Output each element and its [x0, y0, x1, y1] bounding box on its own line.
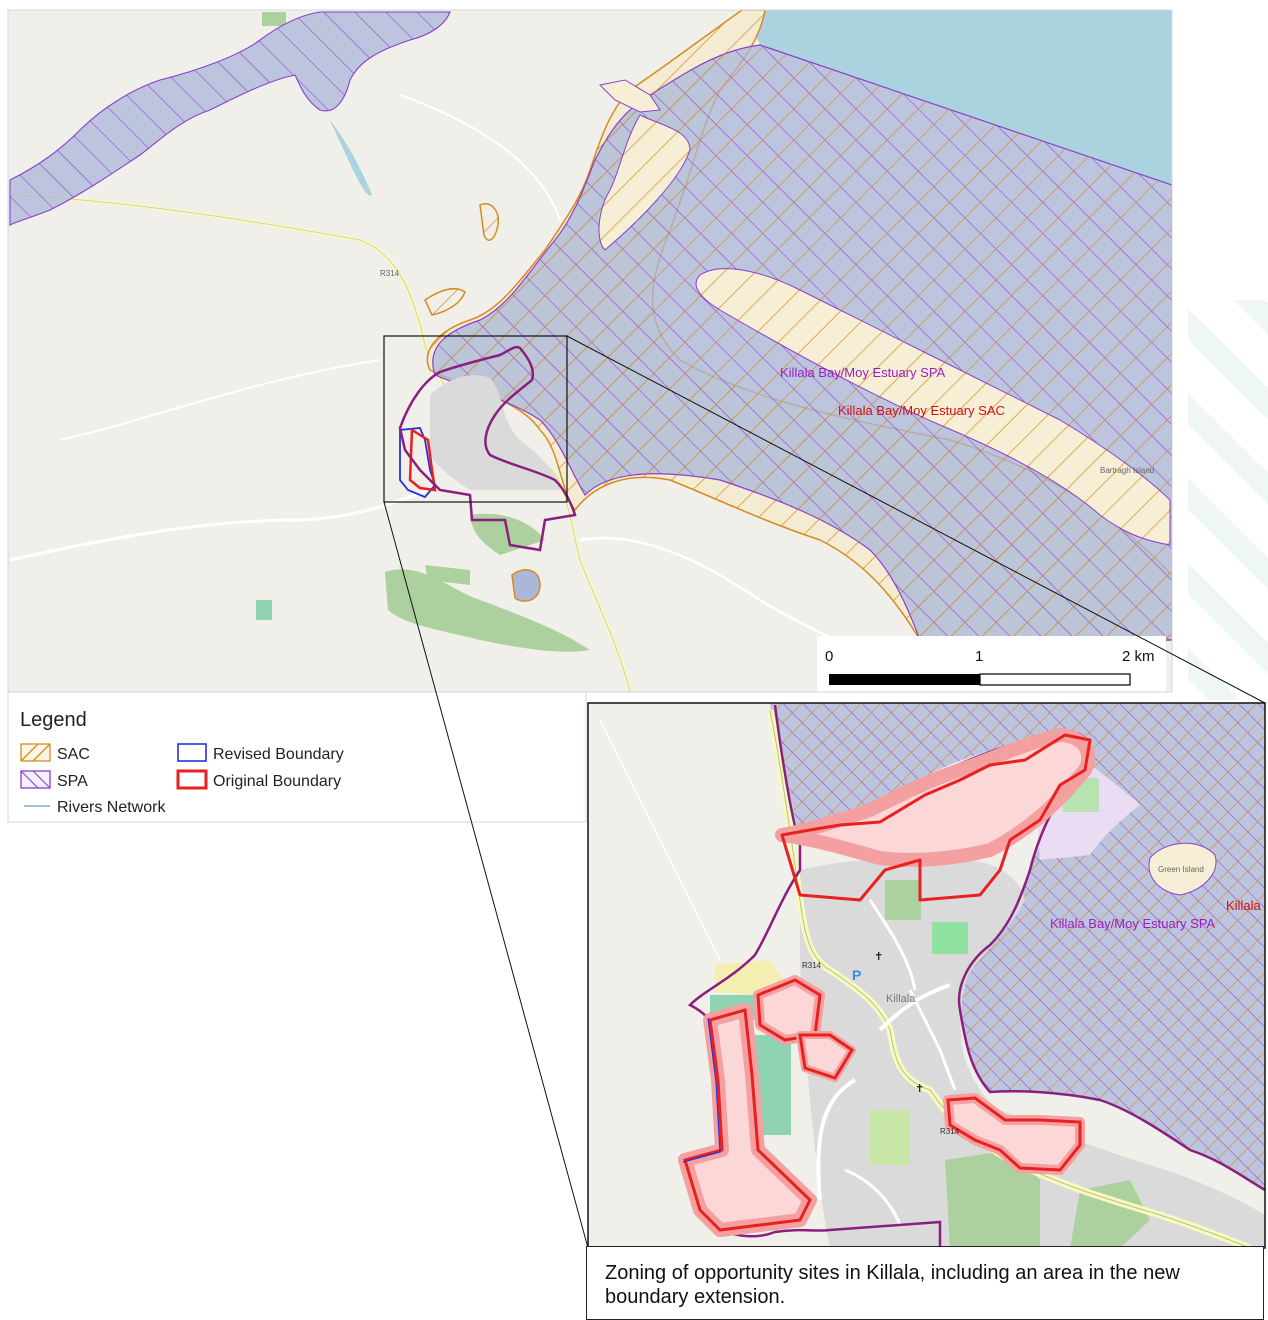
inset-connector-line: [383, 501, 589, 1249]
inset-main-road: [769, 709, 1251, 1248]
sac-inlet: [479, 203, 499, 241]
scale-tick-0: 0: [825, 648, 833, 665]
inset-island: [1148, 842, 1217, 896]
legend-title: Legend: [20, 709, 87, 731]
sports-pitch: [256, 600, 272, 620]
sandbank: [598, 114, 691, 251]
original-boundary-main: [408, 427, 437, 492]
inset-street: [599, 719, 721, 961]
svg-text:Original Boundary: Original Boundary: [213, 773, 341, 790]
woodland: [425, 565, 470, 585]
revised-boundary-swatch-icon: [177, 743, 207, 762]
main-map: Killala Bay/Moy Estuary SPA Killala Bay/…: [8, 10, 1172, 692]
inset-street: [868, 899, 917, 991]
minor-road: [59, 359, 381, 441]
svg-text:Revised Boundary: Revised Boundary: [213, 746, 344, 763]
town-label: Killala: [886, 993, 916, 1005]
spa-swatch-icon: [20, 770, 51, 789]
inset-street: [878, 983, 951, 1032]
pond: [511, 569, 541, 602]
inset-street: [908, 989, 957, 1091]
legend-item-revised-boundary: Revised Boundary: [177, 743, 344, 763]
inset-spa-label: Killala Bay/Moy Estuary SPA: [1050, 916, 1216, 931]
inset-street: [844, 1168, 902, 1226]
scale-tick-1: 1: [975, 648, 983, 665]
inset-sac-area: [770, 703, 1265, 1190]
inset-sac-label: Killala: [1226, 898, 1261, 913]
legend-item-spa: SPA: [20, 770, 88, 790]
sea-area: [745, 10, 1172, 185]
river-lake: [330, 120, 372, 196]
original-boundary-swatch-icon: [176, 769, 208, 790]
scale-tick-2: 2 km: [1122, 648, 1155, 665]
inset-green-field: [870, 1110, 910, 1165]
inset-woodland: [1070, 1180, 1150, 1248]
woodland: [262, 12, 286, 26]
inset-woodland: [945, 1150, 1040, 1248]
road-label: R314: [940, 1127, 960, 1136]
minor-road: [399, 94, 561, 221]
sandbank: [695, 268, 1171, 546]
road-label: R314: [380, 269, 400, 278]
figure-caption: Zoning of opportunity sites in Killala, …: [586, 1246, 1264, 1320]
inset-connector-line: [566, 335, 1266, 704]
legend-item-sac: SAC: [20, 743, 90, 763]
legend-item-original-boundary: Original Boundary: [176, 769, 341, 790]
inset-green-field: [885, 880, 921, 920]
inset-island-label: Green Island: [1158, 865, 1204, 874]
scale-bar: 0 1 2 km: [817, 636, 1166, 692]
opportunity-site: [796, 1031, 856, 1082]
opportunity-site: [775, 728, 1096, 902]
sac-inlet: [424, 288, 466, 316]
parking-icon: P: [852, 967, 861, 983]
minor-road: [9, 488, 431, 562]
island-label: Bartragh Island: [1100, 466, 1154, 475]
main-map-frame: [7, 9, 1173, 693]
inset-green-field: [932, 922, 968, 954]
sac-swatch-icon: [20, 743, 51, 762]
page-decoration-stripes: [1188, 300, 1268, 700]
town-built-area: [430, 375, 560, 490]
church-icon: ✝: [915, 1082, 924, 1095]
svg-text:SPA: SPA: [57, 773, 88, 790]
opportunity-site-boundary-extension: [678, 1003, 817, 1237]
svg-text:Rivers Network: Rivers Network: [57, 799, 166, 816]
legend: Legend SAC SPA Rivers Network Revised Bo…: [7, 691, 587, 823]
road-label: R314: [802, 961, 822, 970]
woodland: [385, 569, 590, 652]
svg-text:SAC: SAC: [57, 746, 90, 763]
opportunity-site: [943, 1093, 1085, 1175]
legend-item-rivers: Rivers Network: [24, 799, 166, 816]
sac-label: Killala Bay/Moy Estuary SAC: [838, 403, 1005, 418]
inset-street: [816, 1078, 857, 1201]
spa-creek-north: [9, 11, 451, 226]
church-icon: ✝: [874, 950, 883, 963]
sandbank: [598, 79, 661, 113]
inset-map: Green Island: [588, 703, 1265, 1248]
inset-town-built-area: [800, 858, 1265, 1248]
inset-locator-box: [383, 335, 568, 503]
spa-label: Killala Bay/Moy Estuary SPA: [780, 365, 946, 380]
